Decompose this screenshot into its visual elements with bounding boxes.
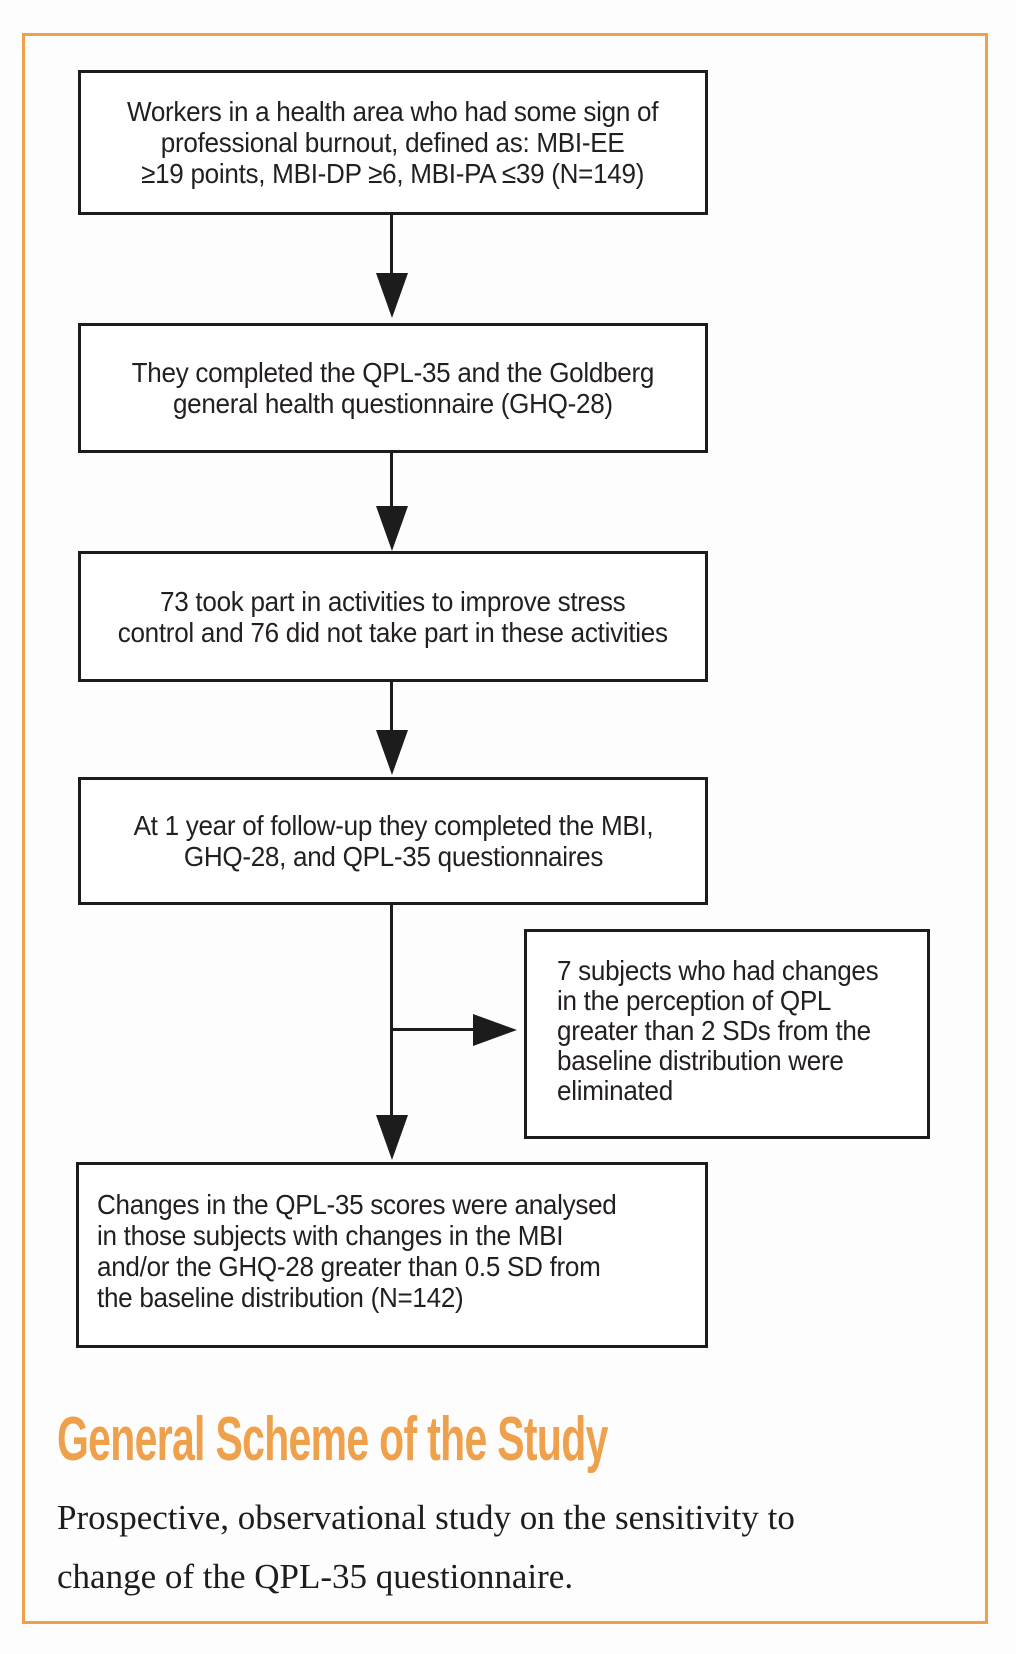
arrow-right-icon [473, 1014, 517, 1046]
flow-box-follow-up: At 1 year of follow-up they completed th… [78, 777, 708, 905]
flow-box-analysis-text: Changes in the QPL-35 scores were analys… [97, 1189, 617, 1313]
arrow-down-icon [376, 273, 408, 318]
flow-box-excluded-subjects: 7 subjects who had changes in the percep… [524, 929, 930, 1139]
flow-box-activity-groups: 73 took part in activities to improve st… [78, 551, 708, 682]
flow-box-baseline-questionnaires: They completed the QPL-35 and the Goldbe… [78, 323, 708, 453]
arrow-connector-2 [390, 453, 393, 510]
figure-border [22, 33, 988, 1624]
flow-box-follow-up-text: At 1 year of follow-up they completed th… [133, 810, 653, 872]
figure-caption: Prospective, observational study on the … [57, 1498, 795, 1596]
flow-box-baseline-questionnaires-text: They completed the QPL-35 and the Goldbe… [131, 357, 655, 419]
arrow-connector-3 [390, 682, 393, 734]
figure-title: General Scheme of the Study [57, 1405, 608, 1474]
arrow-connector-branch [391, 1028, 473, 1031]
arrow-connector-4 [390, 905, 393, 1117]
flow-box-activity-groups-text: 73 took part in activities to improve st… [117, 585, 669, 648]
flow-box-population-text: Workers in a health area who had some si… [127, 96, 659, 189]
flow-box-population: Workers in a health area who had some si… [78, 70, 708, 215]
arrow-down-icon [376, 730, 408, 775]
arrow-connector-1 [390, 215, 393, 277]
arrow-down-icon [376, 1115, 408, 1160]
arrow-down-icon [376, 506, 408, 551]
flow-box-excluded-subjects-text: 7 subjects who had changes in the percep… [557, 955, 879, 1106]
flow-box-analysis: Changes in the QPL-35 scores were analys… [76, 1162, 708, 1348]
